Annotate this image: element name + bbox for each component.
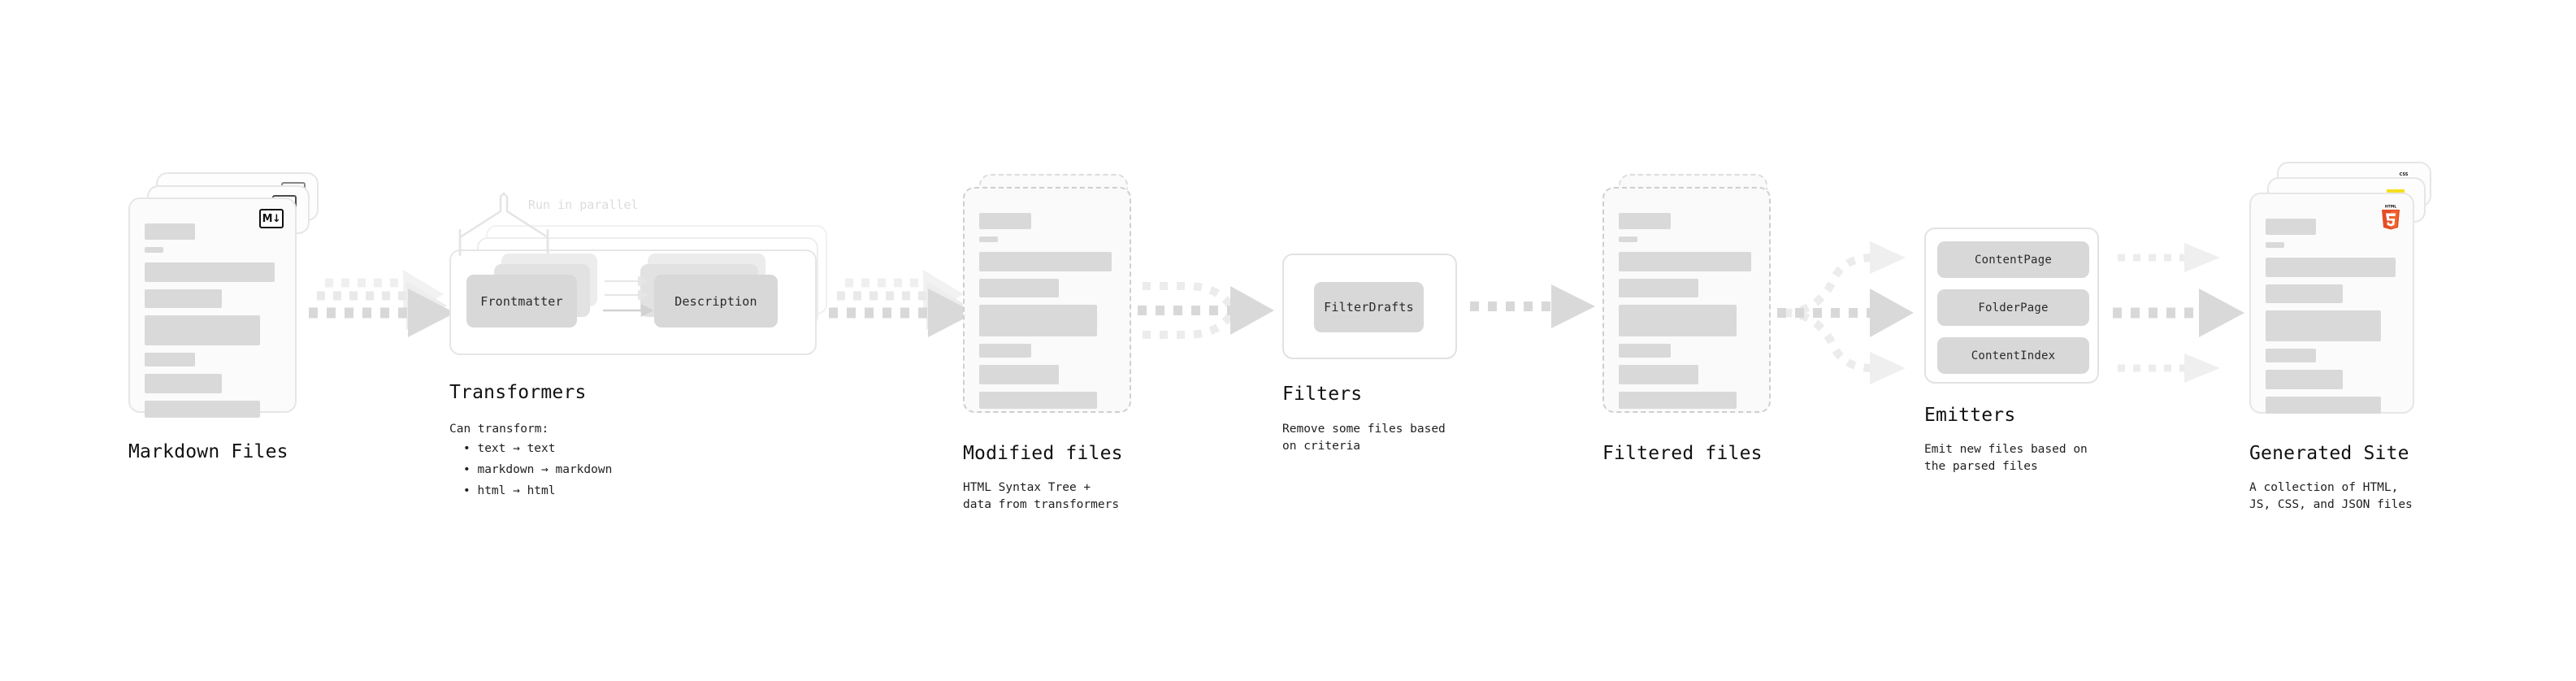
connector-emitters-to-site (2113, 243, 2244, 383)
site-placeholder-lines (2266, 219, 2400, 421)
emitters-box: ContentPage FolderPage ContentIndex (1924, 228, 2099, 384)
page-title-generated-site: Generated Site (2249, 443, 2409, 464)
chip-label: Frontmatter (480, 293, 563, 309)
connector-transformers-to-modified (829, 270, 975, 337)
page-title-markdown-files: Markdown Files (128, 441, 288, 462)
modified-card-front (963, 187, 1131, 413)
chip-label: FilterDrafts (1324, 300, 1414, 314)
transformers-bullet-1: • text → text (463, 442, 556, 455)
page-title-emitters: Emitters (1924, 405, 2016, 426)
filtered-placeholder-lines (1619, 213, 1756, 416)
generated-site-description: A collection of HTML, JS, CSS, and JSON … (2249, 481, 2413, 511)
emitters-chip-contentindex[interactable]: ContentIndex (1937, 337, 2089, 374)
site-card-front: HTML (2249, 193, 2414, 414)
connector-modified-to-filters (1138, 282, 1274, 339)
markdown-badge-icon: M↓ (259, 209, 284, 228)
filters-chip-filterdrafts[interactable]: FilterDrafts (1314, 282, 1424, 332)
markdown-placeholder-lines (145, 223, 282, 425)
transformer-chip-description[interactable]: Description (654, 275, 778, 327)
connector-filtered-to-emitters (1777, 241, 1914, 384)
connector-md-to-transformers (309, 270, 455, 337)
chip-label: ContentIndex (1971, 349, 2056, 362)
html5-badge-icon: HTML (2382, 205, 2400, 230)
connector-filters-to-filtered (1470, 284, 1595, 328)
filters-box: FilterDrafts (1282, 254, 1457, 359)
chip-label: FolderPage (1978, 301, 2049, 314)
run-in-parallel-label: Run in parallel (528, 197, 639, 212)
css-badge-label: CSS (2399, 171, 2409, 177)
markdown-card-front: M↓ (128, 197, 297, 418)
chip-label: ContentPage (1975, 253, 2052, 267)
svg-text:HTML: HTML (2385, 205, 2396, 210)
transformer-chip-frontmatter[interactable]: Frontmatter (466, 275, 577, 327)
filters-description: Remove some files based on criteria (1282, 423, 1446, 453)
page-title-filters: Filters (1282, 384, 1363, 405)
page-title-modified-files: Modified files (963, 443, 1123, 464)
transformers-bullet-3: • html → html (463, 484, 556, 497)
modified-files-description: HTML Syntax Tree + data from transformer… (963, 481, 1120, 511)
chip-label: Description (674, 293, 757, 309)
page-title-filtered-files: Filtered files (1602, 443, 1763, 464)
emitters-chip-contentpage[interactable]: ContentPage (1937, 241, 2089, 278)
emitters-chip-folderpage[interactable]: FolderPage (1937, 289, 2089, 326)
transformers-description: Can transform: (449, 423, 549, 436)
modified-placeholder-lines (979, 213, 1117, 416)
emitters-description: Emit new files based on the parsed files (1924, 443, 2088, 473)
transformers-bullet-2: • markdown → markdown (463, 463, 613, 476)
page-title-transformers: Transformers (449, 382, 587, 403)
filtered-card-front (1602, 187, 1771, 413)
